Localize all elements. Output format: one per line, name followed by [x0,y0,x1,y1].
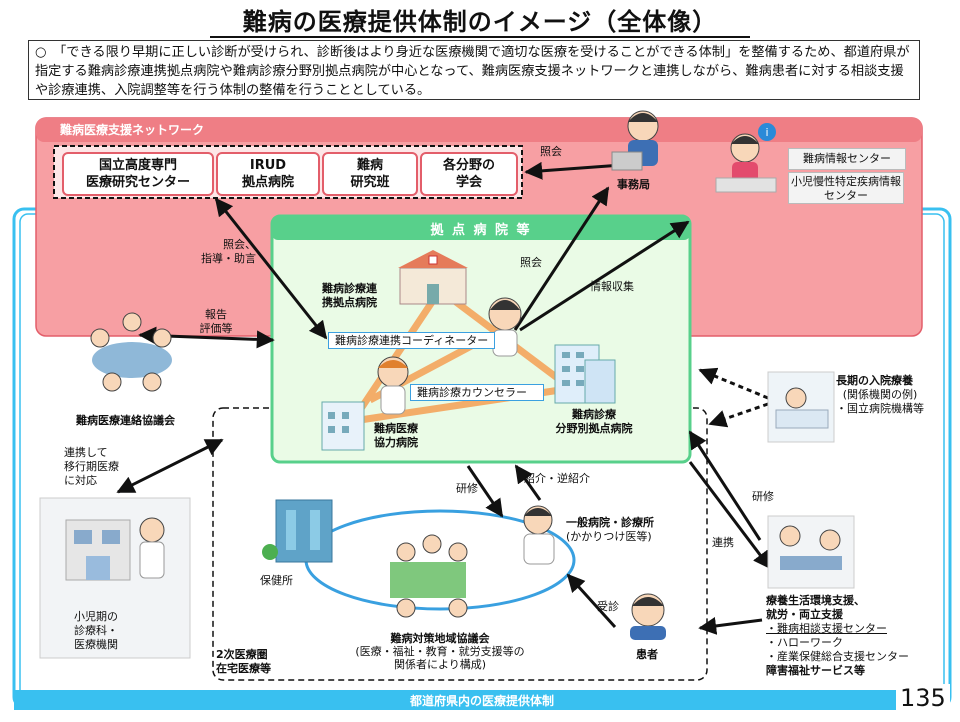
label-line: 2次医療圏 [216,648,268,661]
label-line: 報告 [205,308,227,321]
patient-label: 患者 [636,648,658,661]
bunya-hospital-label: 難病診療 分野別拠点病院 [546,408,642,436]
support-office-figure [767,515,855,589]
footer-label: 都道府県内の医療提供体制 [409,694,554,708]
label-shokai-gyaku: 紹介・逆紹介 [524,472,590,485]
label-line: 指導・助言 [201,252,256,265]
info-center-shoman: 小児慢性特定疾病情報センター [788,172,904,204]
title-underline [210,36,750,38]
kyoryoku-hospital-label: 難病医療 協力病院 [374,422,418,450]
label-line: 携拠点病院 [322,296,377,309]
label-line: 医療機関 [74,638,118,651]
general-sub: (かかりつけ医等) [566,530,652,543]
label-line: 診療科・ [74,624,118,637]
counselor-label: 難病診療カウンセラー [410,384,544,401]
counselor-figure [377,356,409,415]
label-line: ・国立病院機構等 [836,402,924,415]
regional-title: 難病対策地域協議会 [390,632,490,645]
renkei-hospital-building [398,250,468,305]
regional-council-figure [390,534,468,618]
pediatric-clinic-figure [39,497,191,659]
hokenjo-building [262,499,333,563]
label-line: 在宅医療等 [216,662,271,675]
label-line: 小児期の [74,610,118,623]
label-line: 難病診療 [572,408,616,421]
council-meeting-figure [90,312,172,392]
network-box-line2: 研究班 [350,175,390,190]
longterm-patient-figure [767,371,835,443]
network-box-line1: 難病 [356,158,383,173]
network-box-societies: 各分野の 学会 [420,152,518,196]
kyoryoku-hospital-building [321,401,365,451]
label-ikou: 連携して 移行期医療 に対応 [64,446,119,488]
label-kenshu-general: 研修 [456,482,478,495]
label-jushin: 受診 [597,600,619,613]
longterm-title: 長期の入院療養 [836,374,913,387]
support-title2: 就労・両立支援 [766,608,843,621]
network-header [36,118,922,142]
general-title: 一般病院・診療所 [566,516,654,529]
label-line: 連携して [64,446,108,459]
council-label: 難病医療連絡協議会 [76,414,175,427]
support-item: ・産業保健総合支援センター [766,650,909,663]
page-title: 難病の医療提供体制のイメージ（全体像） [242,8,718,36]
label-joho: 情報収集 [590,280,634,293]
general-doctor-figure [523,505,555,565]
network-box-line2: 医療研究センター [85,175,190,190]
label-line: (医療・福祉・教育・就労支援等の [355,645,525,658]
label-line: 照会、 [223,238,256,251]
zone-label: 2次医療圏 在宅医療等 [216,648,271,676]
svg-text:i: i [765,126,768,139]
label-line: 関係者により構成) [393,658,487,671]
office-label: 事務局 [617,178,650,191]
network-box-line1: IRUD [249,158,287,173]
intro-text: ○ 「できる限り早期に正しい診断が受けられ、診断後はより身近な医療機関で適切な医… [28,40,920,100]
support-item: ・ハローワーク [766,636,843,649]
label-renkei: 連携 [712,536,734,549]
network-box-irud: IRUD 拠点病院 [216,152,320,196]
label-kenshu-support: 研修 [752,490,774,503]
coordinator-figure [488,297,522,357]
bunya-hospital-building [554,344,616,404]
label-hokoku: 報告 評価等 [196,308,236,336]
pediatric-label: 小児期の 診療科・ 医療機関 [74,610,118,652]
network-box-line2: 拠点病院 [241,175,294,190]
regional-council-label: 難病対策地域協議会 (医療・福祉・教育・就労支援等の 関係者により構成) [340,632,540,671]
longterm-label: 長期の入院療養 (関係機関の例) ・国立病院機構等 [836,374,924,416]
secondary-area-frame [212,407,708,681]
label-line: 難病診療連 [322,282,377,295]
renkei-hospital-label: 難病診療連 携拠点病院 [322,282,377,310]
general-hospital-label: 一般病院・診療所 (かかりつけ医等) [566,516,654,544]
label-shokai-shido: 照会、 指導・助言 [196,238,256,266]
hokenjo-label: 保健所 [260,574,293,587]
support-item: ・難病相談支援センター [766,622,887,635]
label-line: 難病医療 [374,422,418,435]
network-box-line1: 国立高度専門 [98,158,177,173]
label-line: 評価等 [199,322,233,335]
network-box-line2: 学会 [455,175,482,190]
support-services-label: 療養生活環境支援、 就労・両立支援 ・難病相談支援センター ・ハローワーク ・産… [766,594,909,678]
support-title3: 障害福祉サービス等 [766,664,865,677]
label-line: 協力病院 [374,436,418,449]
label-line: に対応 [64,474,97,487]
hub-title: 拠 点 病 院 等 [430,223,532,238]
network-box-ncnc: 国立高度専門 医療研究センター [62,152,214,196]
label-line: (関係機関の例) [842,388,918,401]
label-line: 分野別拠点病院 [555,422,633,435]
support-title1: 療養生活環境支援、 [766,594,865,607]
patient-figure [630,593,666,640]
network-box-research: 難病 研究班 [322,152,418,196]
network-title: 難病医療支援ネットワーク [60,123,205,137]
label-line: 移行期医療 [64,460,119,473]
office-worker-figure [611,110,659,171]
info-center-nanbyo: 難病情報センター [788,148,906,170]
network-box-line1: 各分野の [442,158,495,173]
info-center-figure: i [715,123,777,193]
page-number: 135 [896,684,950,712]
label-shokai-hub: 照会 [520,256,542,269]
footer-bar [14,690,950,710]
coordinator-label: 難病診療連携コーディネーター [328,332,496,349]
label-shokai-office: 照会 [540,145,562,158]
